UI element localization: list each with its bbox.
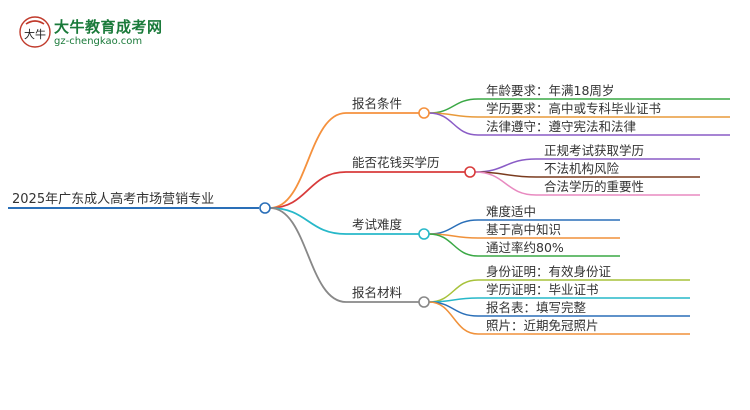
leaf-edge bbox=[474, 171, 537, 196]
leaf-label: 难度适中 bbox=[486, 204, 536, 219]
branch-edge bbox=[269, 112, 347, 209]
logo-title: 大牛教育成考网 bbox=[54, 18, 163, 36]
leaf-label: 不法机构风险 bbox=[544, 161, 620, 176]
mindmap-edges bbox=[8, 98, 730, 335]
bull-logo-icon: 大牛 bbox=[19, 16, 51, 48]
branch-label: 报名条件 bbox=[352, 96, 402, 111]
leaf-edge bbox=[428, 219, 479, 235]
leaf-edge bbox=[428, 112, 479, 136]
branch-edge bbox=[269, 207, 347, 235]
branch-node bbox=[418, 296, 430, 308]
branch-label: 能否花钱买学历 bbox=[352, 155, 440, 170]
branch-label: 考试难度 bbox=[352, 217, 403, 232]
leaf-edge bbox=[428, 297, 479, 303]
leaf-edge bbox=[428, 233, 479, 257]
leaf-edge bbox=[428, 301, 479, 335]
branch-node bbox=[464, 166, 476, 178]
branch-node bbox=[418, 228, 430, 240]
leaf-label: 报名表：填写完整 bbox=[486, 300, 587, 315]
branch-label: 报名材料 bbox=[352, 285, 403, 300]
leaf-label: 学历证明：毕业证书 bbox=[486, 282, 599, 297]
root-label: 2025年广东成人高考市场营销专业 bbox=[12, 191, 214, 207]
svg-text:大牛: 大牛 bbox=[24, 27, 46, 41]
leaf-label: 合法学历的重要性 bbox=[544, 179, 644, 194]
leaf-edge bbox=[428, 98, 479, 114]
leaf-edge bbox=[474, 158, 537, 173]
branch-node bbox=[418, 107, 430, 119]
leaf-label: 基于高中知识 bbox=[486, 222, 561, 237]
mindmap-nodes: 2025年广东成人高考市场营销专业 报名条件 年龄要求：年满18周岁学历要求：高中或… bbox=[12, 83, 661, 333]
root-node bbox=[259, 202, 271, 214]
leaf-label: 法律遵守：遵守宪法和法律 bbox=[486, 119, 636, 134]
logo: 大牛 大牛教育成考网 gz-chengkao.com bbox=[18, 14, 198, 54]
leaf-label: 通过率约80% bbox=[486, 240, 564, 255]
leaf-edge bbox=[428, 301, 479, 317]
logo-url: gz-chengkao.com bbox=[54, 36, 143, 47]
branch-edge bbox=[269, 171, 347, 209]
branch-edge bbox=[269, 207, 347, 303]
leaf-label: 身份证明：有效身份证 bbox=[486, 264, 612, 279]
leaf-label: 正规考试获取学历 bbox=[544, 143, 644, 158]
leaf-label: 学历要求：高中或专科毕业证书 bbox=[486, 101, 661, 116]
leaf-label: 照片：近期免冠照片 bbox=[486, 318, 599, 333]
leaf-label: 年龄要求：年满18周岁 bbox=[486, 83, 614, 98]
